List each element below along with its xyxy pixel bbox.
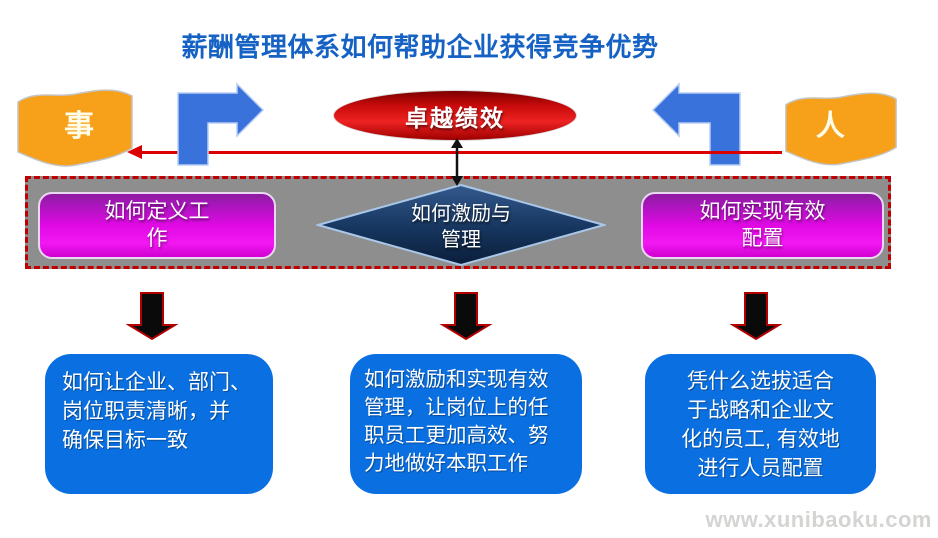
left-flag-shape: 事 <box>17 89 133 167</box>
motivate-manage-diamond <box>316 184 606 266</box>
red-connector-line <box>140 151 782 154</box>
excellent-performance-ellipse: 卓越绩效 <box>333 90 577 141</box>
red-connector-arrowhead-icon <box>127 145 142 159</box>
right-flag-label: 人 <box>816 110 845 143</box>
left-flag-label: 事 <box>64 110 94 143</box>
define-work-box: 如何定义工 作 <box>38 192 276 259</box>
detail-box-motivation: 如何激励和实现有效 管理，让岗位上的任 职员工更加高效、努 力地做好本职工作 <box>350 354 582 494</box>
page-title: 薪酬管理体系如何帮助企业获得竞争优势 <box>181 32 659 62</box>
down-arrow-icon <box>729 292 783 341</box>
right-flag-shape: 人 <box>785 92 897 166</box>
watermark-text: www.xunibaoku.com <box>705 507 932 532</box>
flag-wave-icon <box>785 92 897 166</box>
effective-allocation-box: 如何实现有效 配置 <box>641 192 884 259</box>
motivate-manage-label: 如何激励与 管理 <box>411 203 511 251</box>
double-arrow-icon <box>451 138 463 186</box>
bent-arrow-right-icon <box>177 82 265 166</box>
bent-arrow-left-icon <box>651 82 741 166</box>
detail-box-allocation: 凭什么选拔适合 于战略和企业文 化的员工, 有效地 进行人员配置 <box>645 354 876 494</box>
down-arrows-row <box>125 292 783 341</box>
down-arrow-icon <box>125 292 179 341</box>
detail-box-define-work: 如何让企业、部门、 岗位职责清晰，并 确保目标一致 <box>45 354 273 494</box>
down-arrow-icon <box>439 292 493 341</box>
